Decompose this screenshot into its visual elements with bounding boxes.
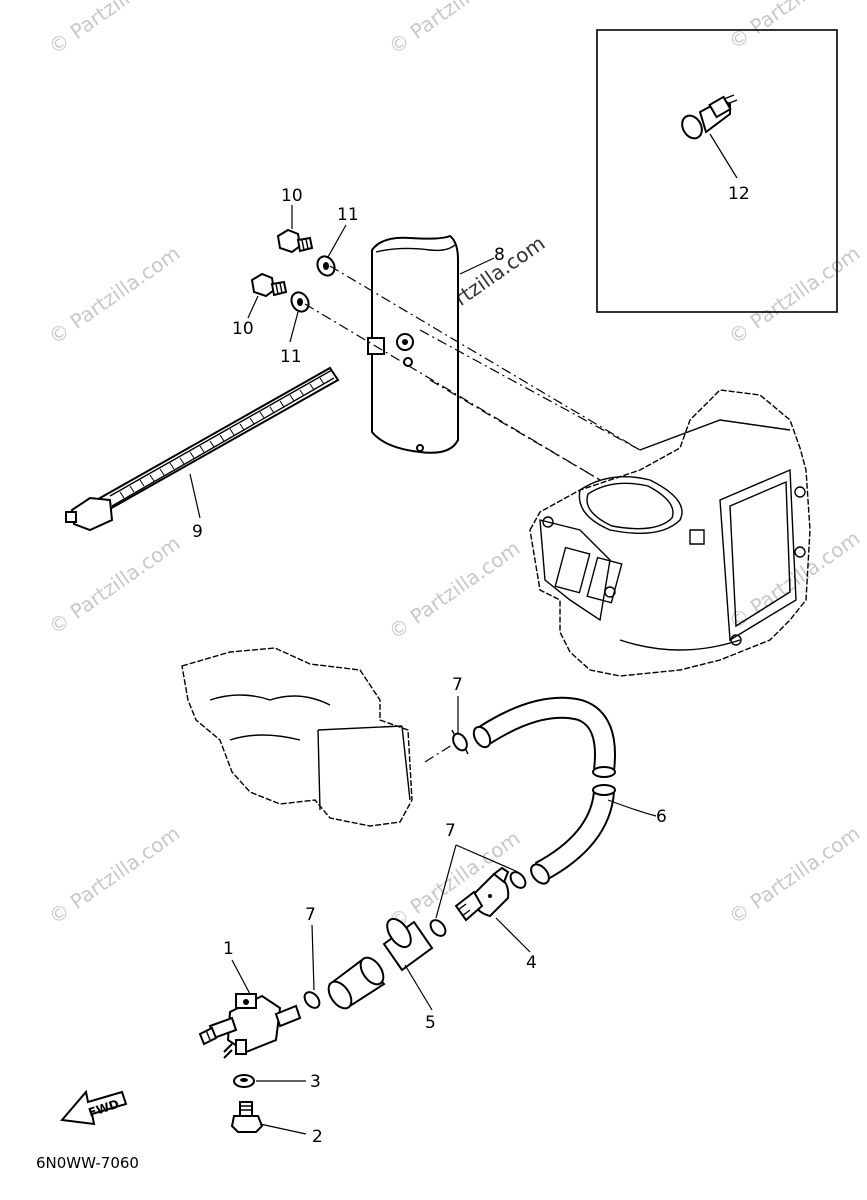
part-label-5: 5 (425, 1013, 436, 1033)
part-10-bolt-lower[interactable] (250, 272, 288, 298)
part-7-clip-upper[interactable] (450, 729, 469, 755)
diagram-code: 6N0WW-7060 (36, 1154, 139, 1172)
part-3-washer[interactable] (233, 1074, 255, 1088)
part-7-clip-mid-right[interactable] (508, 869, 529, 891)
part-8-cover[interactable] (367, 234, 459, 454)
watermark: © Partzilla.com (384, 0, 524, 59)
part-7-clip-lower[interactable] (302, 989, 323, 1011)
watermark: © Partzilla.com (724, 241, 864, 349)
part-9-tie-band[interactable] (65, 366, 340, 532)
watermark: © Partzilla.com (724, 0, 864, 54)
part-label-9: 9 (192, 522, 203, 542)
part-label-7-upper: 7 (452, 675, 463, 695)
watermark: © Partzilla.com (384, 536, 524, 644)
part-label-2: 2 (312, 1127, 323, 1147)
part-11-washer-lower[interactable] (288, 289, 312, 314)
part-label-10-lower: 10 (232, 319, 254, 339)
part-label-11-lower: 11 (280, 347, 302, 367)
part-11-washer-upper[interactable] (314, 253, 338, 278)
fwd-arrow-icon: FWD (60, 1089, 128, 1126)
part-label-10-upper: 10 (281, 186, 303, 206)
engine-block-outline (529, 389, 811, 677)
part-label-6: 6 (656, 807, 667, 827)
watermark: © Partzilla.com (44, 531, 184, 639)
watermark: © Partzilla.com (44, 241, 184, 349)
part-label-4: 4 (526, 953, 537, 973)
part-5-hose-piece-left[interactable] (324, 954, 388, 1013)
part-12-fitting[interactable] (678, 94, 738, 142)
inset-box: 12 (596, 29, 838, 313)
part-1-fuel-cock[interactable] (198, 993, 302, 1059)
watermark: © Partzilla.com (44, 0, 184, 59)
intake-housing-outline (181, 647, 413, 827)
part-label-12: 12 (728, 184, 750, 204)
part-4-joint[interactable] (454, 866, 510, 922)
part-label-7-mid: 7 (445, 821, 456, 841)
watermark: © Partzilla.com (724, 526, 864, 634)
part-7-clip-mid-left[interactable] (428, 917, 449, 939)
part-label-8: 8 (494, 245, 505, 265)
part-label-7-lower: 7 (305, 905, 316, 925)
part-label-11-upper: 11 (337, 205, 359, 225)
part-2-bolt[interactable] (230, 1101, 264, 1133)
part-5-hose-piece-right[interactable] (382, 915, 434, 972)
part-label-3: 3 (310, 1072, 321, 1092)
part-label-1: 1 (223, 939, 234, 959)
watermark: © Partzilla.com (724, 821, 864, 929)
watermark: © Partzilla.com (44, 821, 184, 929)
part-10-bolt-upper[interactable] (276, 228, 314, 254)
part-6-hose[interactable] (470, 696, 616, 887)
